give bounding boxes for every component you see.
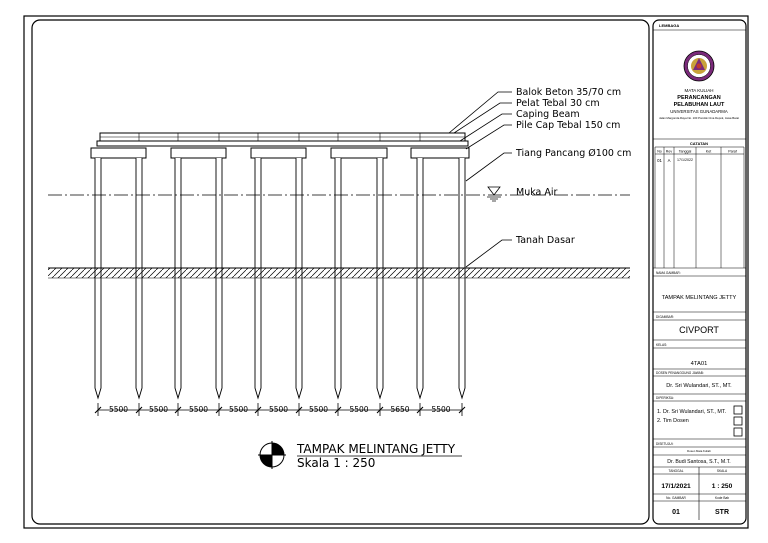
notes-r-tanggal: 17/1/2022 — [677, 158, 693, 162]
notes-r-rev: A — [668, 158, 671, 163]
jetty-structure — [90, 132, 470, 400]
pile-cap — [330, 147, 388, 159]
university-logo — [683, 50, 715, 82]
dimension-slash — [174, 406, 182, 414]
inst-address: Jalan Margonda Raya No. 100 Pondok Cina … — [659, 116, 739, 120]
dimension-label: 5500 — [309, 405, 328, 414]
dosen-label: DOSEN PENANGGUNG JAWAB: — [656, 371, 704, 375]
skala: 1 : 250 — [712, 483, 733, 490]
label-pelat: Pelat Tebal 30 cm — [516, 98, 600, 109]
label-caping: Caping Beam — [516, 109, 580, 120]
ground-hatch — [48, 267, 630, 279]
lembaga-label: LEMBAGA — [659, 23, 679, 28]
title-block-frame — [652, 19, 747, 525]
diperiksa-label: DIPERIKSA: — [656, 396, 674, 400]
tanggal: 17/1/2021 — [661, 483, 691, 490]
label-tiang: Tiang Pancang Ø100 cm — [515, 148, 631, 159]
pile-cap — [410, 147, 470, 159]
no-gambar: 01 — [672, 509, 680, 516]
notes-h-no: No — [657, 150, 662, 154]
skala-label: SKALA — [717, 469, 728, 473]
pile-cap — [170, 147, 227, 159]
dimension-slash — [458, 406, 466, 414]
label-tanah: Tanah Dasar — [515, 235, 575, 246]
inst-line2: PERANCANGAN — [677, 95, 720, 101]
dimension-slash — [416, 406, 424, 414]
inst-line3: PELABUHAN LAUT — [674, 102, 725, 108]
notes-r-no: 01 — [657, 158, 662, 163]
nama-gambar-label: NAMA GAMBAR: — [656, 271, 681, 275]
approval-checkbox-2[interactable] — [733, 416, 743, 426]
approval-checkbox-1[interactable] — [733, 405, 743, 415]
dimension-label: 5500 — [109, 405, 128, 414]
dimension-line: 5500 5500 5500 5500 5500 5500 5500 5650 5500 — [94, 403, 466, 416]
water-level-icon — [487, 186, 501, 202]
disetujui: Dr. Budi Santosa, S.T., M.T. — [667, 459, 730, 465]
diperiksa-1: 1. Dr. Sri Wulandari, ST., MT. — [657, 409, 726, 415]
leader-lines — [448, 91, 512, 268]
notes-h-paraf: Paraf — [728, 150, 737, 154]
dimension-slash — [135, 406, 143, 414]
notes-h-ket: Ket — [706, 150, 711, 154]
dimension-label: 5500 — [431, 405, 450, 414]
inst-line4: UNIVERSITAS GUNADARMA — [670, 109, 728, 114]
approval-checkbox-3[interactable] — [733, 427, 743, 437]
pile-cap — [90, 147, 147, 159]
notes-h-rev: Rev — [666, 150, 673, 154]
dimension-slash — [334, 406, 342, 414]
digambar: CIVPORT — [679, 325, 719, 335]
dimension-label: 5650 — [390, 405, 409, 414]
kode-label: Kode Bab — [715, 496, 729, 500]
diperiksa-2: 2. Tim Dosen — [657, 418, 689, 424]
dimension-slash — [376, 406, 384, 414]
label-pilecap: Pile Cap Tebal 150 cm — [516, 120, 620, 131]
nama-gambar: TAMPAK MELINTANG JETTY — [662, 295, 737, 301]
dosen: Dr. Sri Wulandari, ST., MT. — [666, 383, 732, 389]
dimension-slash — [215, 406, 223, 414]
sheet-border — [23, 15, 749, 529]
digambar-label: DIGAMBAR: — [656, 315, 674, 319]
catatan-label: CATATAN — [690, 141, 708, 146]
inst-line1: MATA KULIAH — [684, 88, 713, 93]
notes-h-tanggal: Tanggal — [679, 150, 692, 154]
dimension-slash — [295, 406, 303, 414]
pile-cap — [250, 147, 307, 159]
section-symbol-icon — [258, 441, 286, 469]
drawing-frame — [31, 19, 650, 525]
disetujui-label: DISETUJUI: — [656, 442, 673, 446]
tanggal-label: TANGGAL — [669, 469, 684, 473]
drawing-title: TAMPAK MELINTANG JETTY — [296, 442, 456, 456]
no-gambar-label: No. GAMBAR — [666, 496, 686, 500]
drawing-scale: Skala 1 : 250 — [297, 456, 375, 470]
kelas: 4TA01 — [691, 361, 708, 367]
label-muka-air: Muka Air — [516, 187, 558, 198]
title-block: LEMBAGA MATA KULIAH PERANCANGAN PELABUHA… — [653, 23, 746, 520]
label-balok: Balok Beton 35/70 cm — [516, 87, 621, 98]
dimension-label: 5500 — [149, 405, 168, 414]
dimension-slash — [254, 406, 262, 414]
kelas-label: KELAS: — [656, 343, 667, 347]
dimension-label: 5500 — [349, 405, 368, 414]
dimension-slash — [94, 406, 102, 414]
kode: STR — [715, 509, 729, 516]
dimension-label: 5500 — [269, 405, 288, 414]
dimension-label: 5500 — [189, 405, 208, 414]
caping-beam — [96, 140, 469, 147]
disetujui-role: Dosen Mata Kuliah — [687, 449, 711, 453]
dimension-label: 5500 — [229, 405, 248, 414]
